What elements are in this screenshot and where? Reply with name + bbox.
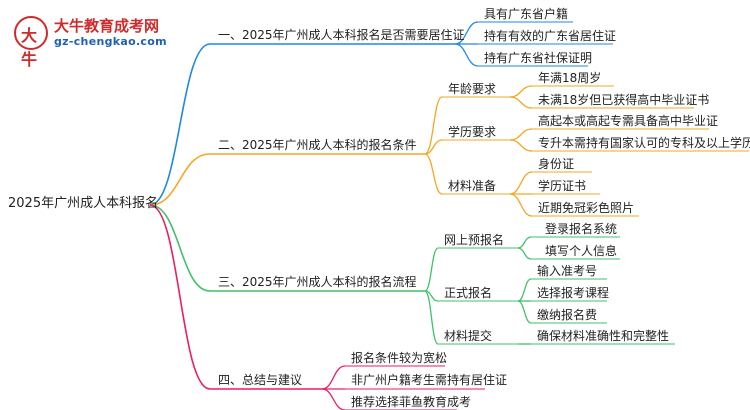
branch-3-group-1: 网上预报名 xyxy=(444,233,505,247)
logo-mark-glyph: 大牛 xyxy=(21,26,38,69)
branch-2-group-1-leaf-1: 年满18周岁 xyxy=(538,71,602,85)
branch-3-group-3-leaf-1: 确保材料准确性和完整性 xyxy=(537,329,670,343)
branch-2-group-3-leaf-3: 近期免冠彩色照片 xyxy=(538,201,635,215)
branch-3-group-1-leaf-1: 登录报名系统 xyxy=(545,222,618,236)
branch-2-group-1-to-leaf-1 xyxy=(509,85,533,98)
branch-2-to-group-2 xyxy=(424,139,443,155)
root-to-branch-2 xyxy=(149,153,211,206)
branch-2-group-3-to-leaf-3 xyxy=(509,193,533,217)
branch-2-group-3-to-leaf-1 xyxy=(509,171,533,195)
branch-3-group-1-leaf-2: 填写个人信息 xyxy=(545,244,618,258)
branch-4-to-leaf-3 xyxy=(321,388,346,410)
branch-1-label: 一、2025年广州成人本科报名是否需要居住证 xyxy=(218,28,465,42)
branch-3-label: 三、2025年广州成人本科的报名流程 xyxy=(218,275,417,289)
branch-3-group-2: 正式报名 xyxy=(444,286,493,300)
branch-4-label: 四、总结与建议 xyxy=(218,373,303,387)
branch-3-group-2-leaf-3: 缴纳报名费 xyxy=(537,308,598,322)
branch-2-group-1-leaf-2: 未满18岁但已获得高中毕业证书 xyxy=(538,93,710,107)
logo-mark-icon: 大牛 xyxy=(14,16,48,69)
branch-1-to-leaf-3 xyxy=(454,43,479,67)
root-to-branch-3 xyxy=(149,204,211,292)
branch-3-group-2-to-leaf-3 xyxy=(517,300,532,324)
branch-3-group-1-to-leaf-1 xyxy=(517,236,532,249)
logo-url: gz-chengkao.com xyxy=(54,35,167,48)
branch-2-group-2-to-leaf-2 xyxy=(509,139,533,152)
branch-3-group-3: 材料提交 xyxy=(444,329,493,343)
branch-1-leaf-1: 具有广东省户籍 xyxy=(484,7,569,21)
branch-1-leaf-3: 持有广东省社保证明 xyxy=(484,51,593,65)
site-logo: 大牛 大牛教育成考网 gz-chengkao.com xyxy=(14,14,194,69)
branch-2-group-3-leaf-2: 学历证书 xyxy=(538,179,587,193)
branch-2-group-3-leaf-1: 身份证 xyxy=(538,157,575,171)
branch-2-group-2-to-leaf-1 xyxy=(509,128,533,141)
branch-2-label: 二、2025年广州成人本科的报名条件 xyxy=(218,138,417,152)
root-to-branch-1 xyxy=(149,43,211,206)
branch-3-group-2-to-leaf-1 xyxy=(517,278,532,302)
branch-2-to-group-1 xyxy=(424,96,443,155)
branch-3-to-group-3 xyxy=(424,290,439,345)
branch-2-group-3: 材料准备 xyxy=(448,179,497,193)
branch-2-to-group-3 xyxy=(424,153,443,195)
branch-4-to-leaf-1 xyxy=(321,365,346,390)
logo-title: 大牛教育成考网 xyxy=(54,17,160,35)
branch-2-group-2-leaf-1: 高起本或高起专需具备高中毕业证 xyxy=(538,114,719,128)
root-to-branch-4 xyxy=(149,204,211,390)
branch-3-group-1-to-leaf-2 xyxy=(517,247,532,260)
mindmap-root: 2025年广州成人本科报名 xyxy=(8,196,159,211)
branch-4-leaf-3: 推荐选择菲鱼教育成考 xyxy=(351,395,472,409)
branch-1-leaf-2: 持有有效的广东省居住证 xyxy=(484,29,617,43)
branch-3-group-2-leaf-2: 选择报考课程 xyxy=(537,286,610,300)
branch-2-group-1-to-leaf-2 xyxy=(509,96,533,109)
branch-2-group-2-leaf-2: 专升本需持有国家认可的专科及以上学历证书 xyxy=(538,136,750,150)
branch-4-leaf-1: 报名条件较为宽松 xyxy=(351,351,448,365)
branch-4-leaf-2: 非广州户籍考生需持有居住证 xyxy=(351,373,508,387)
branch-3-group-2-leaf-1: 输入准考号 xyxy=(537,264,598,278)
branch-2-group-1: 年龄要求 xyxy=(448,82,497,96)
branch-2-group-2: 学历要求 xyxy=(448,125,497,139)
branch-3-to-group-1 xyxy=(424,247,439,292)
